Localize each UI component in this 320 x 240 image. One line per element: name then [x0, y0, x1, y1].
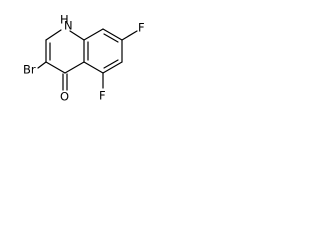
bond-c6-c5 [102, 61, 123, 74]
bond-c8a-n1 [69, 30, 85, 41]
atom-label-f5: F [99, 89, 106, 103]
bond-c7-f [121, 30, 138, 41]
atom-label-n: N [64, 19, 73, 33]
bond-c8a-c8 [83, 28, 104, 41]
bond-c3-c4 [45, 61, 66, 74]
bond-c8-c7-double [103, 33, 119, 43]
atom-label-o: O [60, 90, 69, 104]
bond-n1-c2 [45, 29, 62, 41]
atom-label-br: Br [23, 63, 36, 77]
atom-labels: H N Br O F F [23, 13, 145, 104]
bond-c8-c7 [102, 28, 123, 41]
chemical-structure: H N Br O F F [23, 13, 145, 104]
bond-c5-c4a [83, 61, 104, 74]
atom-label-h: H [60, 13, 69, 27]
bonds [37, 28, 138, 91]
bond-c3-br [37, 61, 47, 69]
atom-label-f7: F [138, 21, 145, 35]
bond-c4-c4a [64, 61, 85, 74]
bond-c6-c5-double [103, 59, 119, 69]
